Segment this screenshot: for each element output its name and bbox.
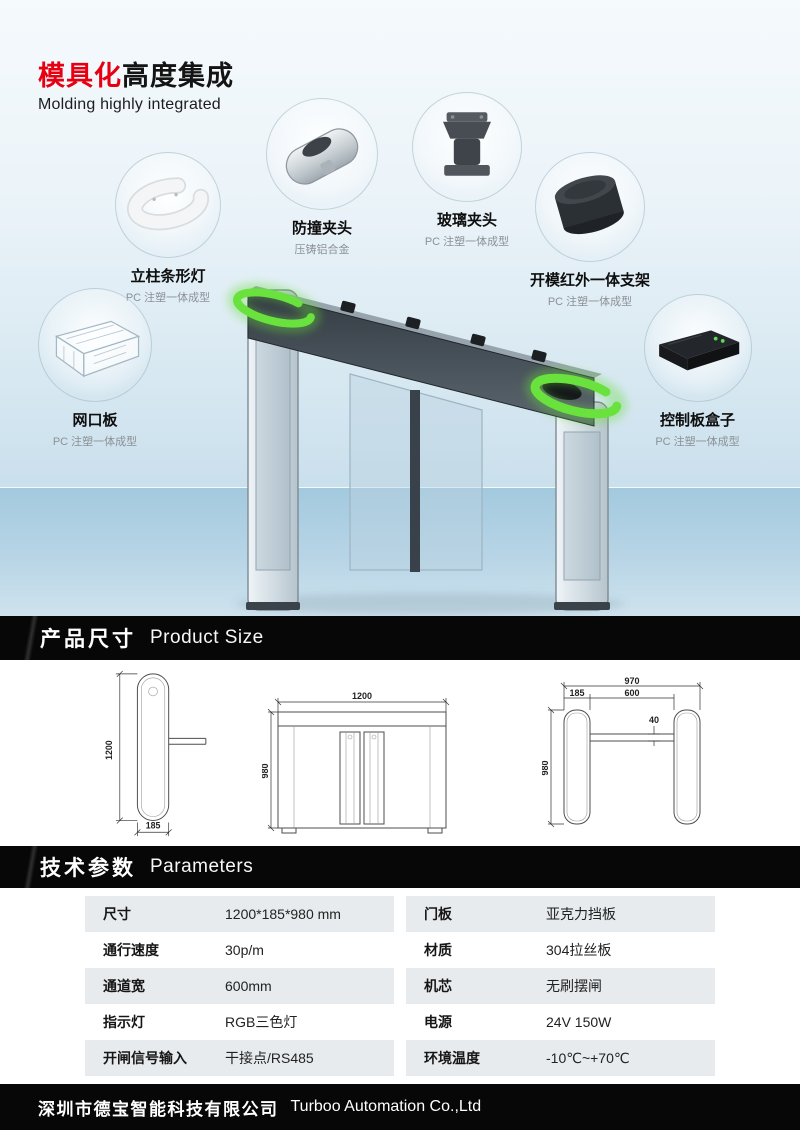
page-subtitle: Molding highly integrated	[38, 96, 221, 113]
banner-parameters: 技术参数 Parameters	[0, 846, 800, 888]
drawing-front-view: 1200 980	[262, 691, 450, 834]
svg-text:1200: 1200	[352, 691, 372, 701]
product-size-title-en: Product Size	[150, 627, 264, 648]
callout-label: 控制板盒子	[659, 412, 735, 429]
callout-label: 防撞夹头	[291, 220, 352, 237]
title-block: 模具化高度集成 Molding highly integrated	[38, 54, 234, 114]
spec-row: 尺寸 1200*185*980 mm	[85, 896, 394, 932]
spec-table-left: 尺寸 1200*185*980 mm 通行速度 30p/m 通道宽 600mm …	[85, 896, 394, 1076]
svg-text:970: 970	[624, 676, 639, 686]
hero-section: 模具化高度集成 Molding highly integrated	[0, 0, 800, 617]
spec-label: 尺寸	[103, 906, 131, 922]
spec-value: 1200*185*980 mm	[225, 906, 341, 922]
network-board-icon	[38, 288, 152, 402]
spec-label: 材质	[424, 942, 452, 958]
page-title: 模具化高度集成	[38, 54, 234, 93]
pillar-light-icon	[115, 152, 221, 258]
svg-text:980: 980	[542, 760, 550, 775]
speed-gate-illustration	[227, 282, 628, 615]
callout-label: 开模红外一体支架	[529, 272, 650, 289]
callout-label: 网口板	[72, 412, 118, 429]
spec-row: 通道宽 600mm	[85, 968, 394, 1004]
control-box-icon	[643, 294, 752, 402]
spec-row: 开闸信号输入 干接点/RS485	[85, 1040, 394, 1076]
drawing-side-view: 1200 185	[104, 670, 207, 837]
callout-sub: 压铸铝合金	[294, 244, 350, 256]
glass-clamp-icon	[412, 92, 522, 202]
banner-product-size: 产品尺寸 Product Size	[0, 616, 800, 660]
spec-row: 门板 亚克力挡板	[406, 896, 715, 932]
callout-sub: PC 注塑一体成型	[547, 296, 633, 308]
spec-value: 30p/m	[225, 942, 264, 958]
spec-value: 干接点/RS485	[225, 1050, 314, 1066]
callout-ir-bracket: 开模红外一体支架 PC 注塑一体成型	[505, 152, 675, 309]
svg-text:980: 980	[262, 763, 270, 778]
svg-text:600: 600	[624, 688, 639, 698]
svg-text:185: 185	[569, 688, 584, 698]
callout-glass-clamp: 玻璃夹头 PC 注塑一体成型	[390, 92, 544, 249]
page-title-rest: 高度集成	[122, 61, 234, 91]
glow-ring-left	[227, 282, 321, 334]
spec-row: 电源 24V 150W	[406, 1004, 715, 1040]
drawings-section: 1200 185 1200 980	[0, 660, 800, 846]
callout-sub: PC 注塑一体成型	[125, 292, 211, 304]
spec-label: 指示灯	[103, 1014, 145, 1030]
spec-value: 600mm	[225, 978, 272, 994]
spec-tables: 尺寸 1200*185*980 mm 通行速度 30p/m 通道宽 600mm …	[85, 896, 715, 1076]
anti-collision-clamp-icon	[266, 98, 378, 210]
callout-label: 玻璃夹头	[436, 212, 497, 229]
spec-value: RGB三色灯	[225, 1014, 298, 1030]
callout-pillar-light: 立柱条形灯 PC 注塑一体成型	[88, 152, 248, 305]
footer: 深圳市德宝智能科技有限公司 Turboo Automation Co.,Ltd	[0, 1084, 800, 1130]
page-title-accent: 模具化	[38, 61, 122, 91]
callout-network-board: 网口板 PC 注塑一体成型	[25, 288, 165, 449]
spec-value: -10℃~+70℃	[546, 1049, 630, 1066]
company-name-cn: 深圳市德宝智能科技有限公司	[38, 1099, 279, 1119]
spec-value: 亚克力挡板	[546, 906, 616, 922]
svg-text:1200: 1200	[104, 740, 114, 760]
svg-text:40: 40	[649, 715, 659, 725]
spec-row: 材质 304拉丝板	[406, 932, 715, 968]
spec-row: 环境温度 -10℃~+70℃	[406, 1040, 715, 1076]
svg-text:185: 185	[146, 820, 161, 830]
ir-bracket-icon	[535, 152, 645, 262]
spec-value: 304拉丝板	[546, 942, 612, 958]
callout-sub: PC 注塑一体成型	[424, 236, 510, 248]
spec-row: 机芯 无刷摆闸	[406, 968, 715, 1004]
banner-slash-decor	[22, 616, 40, 660]
spec-row: 指示灯 RGB三色灯	[85, 1004, 394, 1040]
callout-sub: PC 注塑一体成型	[52, 436, 138, 448]
spec-label: 通道宽	[103, 978, 145, 994]
spec-row: 通行速度 30p/m	[85, 932, 394, 968]
spec-value: 无刷摆闸	[546, 978, 602, 994]
callout-anti-collision-clamp: 防撞夹头 压铸铝合金	[245, 98, 399, 257]
callout-control-box: 控制板盒子 PC 注塑一体成型	[625, 294, 770, 449]
spec-value: 24V 150W	[546, 1014, 612, 1030]
company-name-en: Turboo Automation Co.,Ltd	[290, 1098, 482, 1115]
callout-sub: PC 注塑一体成型	[655, 436, 740, 448]
parameters-title-cn: 技术参数	[40, 857, 136, 880]
spec-label: 门板	[424, 906, 452, 922]
drawing-top-view: 970 185 600 40 980	[542, 676, 704, 828]
spec-table-right: 门板 亚克力挡板 材质 304拉丝板 机芯 无刷摆闸 电源 24V 150W 环…	[406, 896, 715, 1076]
spec-label: 电源	[424, 1014, 452, 1030]
callout-label: 立柱条形灯	[130, 268, 206, 285]
spec-label: 机芯	[424, 978, 452, 994]
spec-label: 环境温度	[424, 1050, 480, 1066]
glow-ring-right	[524, 367, 628, 425]
spec-label: 开闸信号输入	[103, 1050, 187, 1066]
parameters-title-en: Parameters	[150, 856, 254, 877]
spec-label: 通行速度	[103, 942, 159, 958]
product-size-title-cn: 产品尺寸	[40, 628, 136, 651]
banner-slash-decor	[22, 846, 40, 888]
